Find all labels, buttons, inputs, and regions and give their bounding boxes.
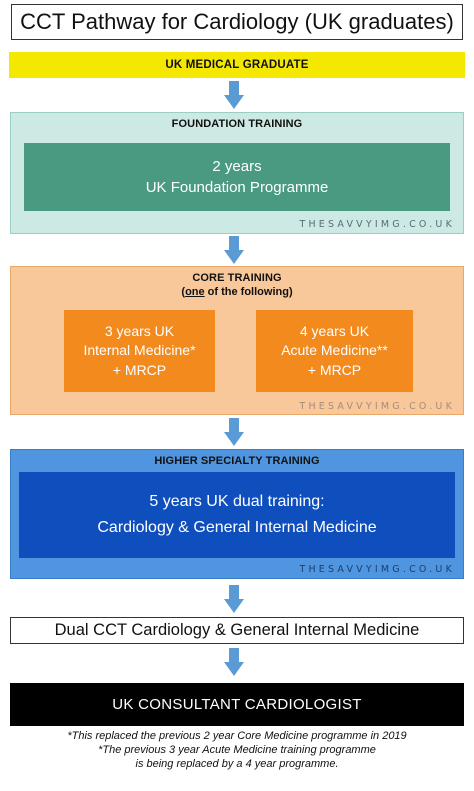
down-arrow-icon xyxy=(224,418,244,446)
option-line: + MRCP xyxy=(112,361,167,378)
core-option-internal-medicine: 3 years UK Internal Medicine* + MRCP xyxy=(64,310,215,392)
core-option-acute-medicine: 4 years UK Acute Medicine** + MRCP xyxy=(256,310,413,392)
down-arrow-icon xyxy=(224,585,244,613)
watermark: THESAVVYIMG.CO.UK xyxy=(299,219,455,230)
footnote: *The previous 3 year Acute Medicine trai… xyxy=(98,744,376,756)
core-subheading: (one of the following) xyxy=(181,286,293,298)
higher-specialties: Cardiology & General Internal Medicine xyxy=(97,519,377,536)
option-line: 3 years UK xyxy=(104,322,175,339)
foundation-duration: 2 years xyxy=(212,158,262,175)
core-section: CORE TRAINING (one of the following) 3 y… xyxy=(10,266,464,415)
core-heading: CORE TRAINING xyxy=(192,272,282,284)
option-line: Internal Medicine* xyxy=(83,342,196,359)
higher-heading: HIGHER SPECIALTY TRAINING xyxy=(154,455,320,467)
option-line: + MRCP xyxy=(307,361,362,378)
down-arrow-icon xyxy=(224,81,244,109)
foundation-heading: FOUNDATION TRAINING xyxy=(171,118,303,130)
watermark: THESAVVYIMG.CO.UK xyxy=(299,564,455,575)
down-arrow-icon xyxy=(224,236,244,264)
watermark: THESAVVYIMG.CO.UK xyxy=(299,401,455,412)
footnote: *This replaced the previous 2 year Core … xyxy=(67,730,407,742)
diagram-title: CCT Pathway for Cardiology (UK graduates… xyxy=(11,4,463,40)
foundation-box: 2 years UK Foundation Programme xyxy=(24,143,450,211)
down-arrow-icon xyxy=(224,648,244,676)
higher-duration: 5 years UK dual training: xyxy=(149,493,325,511)
higher-specialty-section: HIGHER SPECIALTY TRAINING 5 years UK dua… xyxy=(10,449,464,579)
foundation-programme: UK Foundation Programme xyxy=(145,179,329,196)
higher-training-box: 5 years UK dual training: Cardiology & G… xyxy=(19,472,455,558)
option-line: 4 years UK xyxy=(299,322,370,339)
start-node-uk-medical-graduate: UK MEDICAL GRADUATE xyxy=(9,52,465,78)
footnote: is being replaced by a 4 year programme. xyxy=(135,758,339,770)
dual-cct-node: Dual CCT Cardiology & General Internal M… xyxy=(10,617,464,644)
end-node-consultant: UK CONSULTANT CARDIOLOGIST xyxy=(10,683,464,726)
option-line: Acute Medicine** xyxy=(281,342,388,359)
foundation-section: FOUNDATION TRAINING 2 years UK Foundatio… xyxy=(10,112,464,234)
